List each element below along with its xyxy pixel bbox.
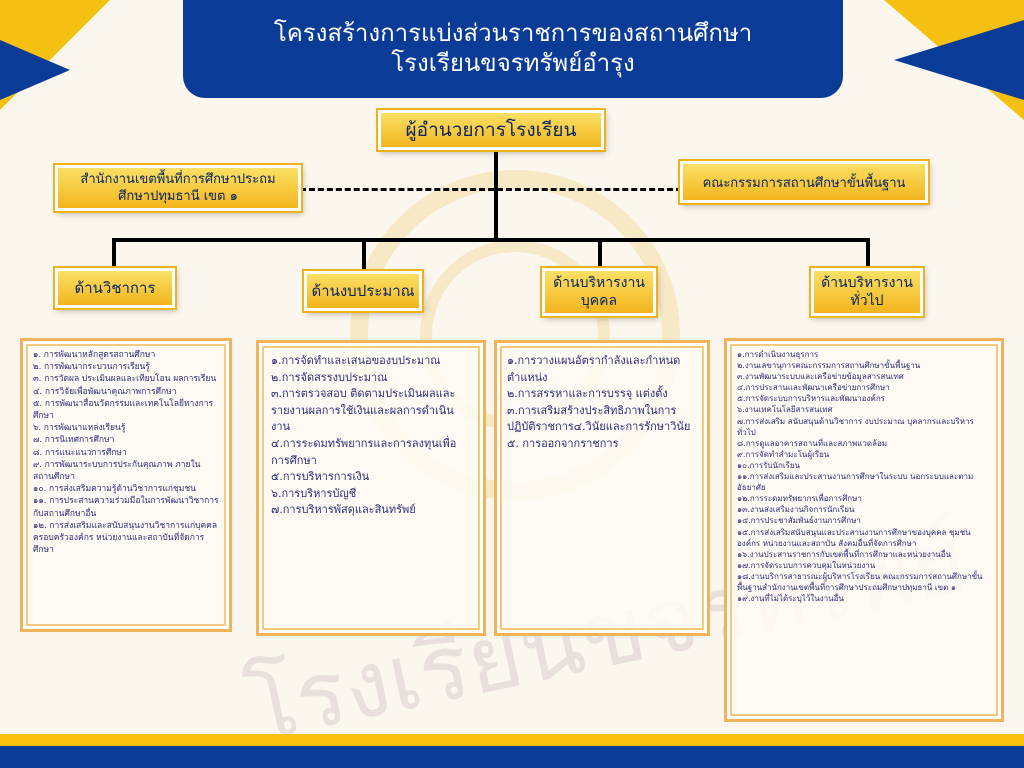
page-title: โครงสร้างการแบ่งส่วนราชการของสถานศึกษา โ…	[183, 0, 843, 98]
footer-stripe-yellow	[0, 734, 1024, 746]
duty-item: ๒.การสรรหาและการบรรจุ แต่งตั้ง	[507, 387, 668, 401]
duty-item: ๕.การจัดระบบการบริหารและพัฒนาองค์กร	[737, 394, 885, 404]
footer-stripe-blue	[0, 746, 1024, 768]
dept-personnel-box: ด้านบริหารงาน บุคคล	[542, 268, 656, 316]
duty-item: ๔.การประสานและพัฒนาเครือข่ายการศึกษา	[737, 383, 890, 393]
duty-item: ๑.การจัดทำและเสนอของบประมาณ	[271, 354, 441, 367]
connector-budget	[362, 238, 366, 272]
duty-item: ๙.การจัดทำสำมะโนผู้เรียน	[737, 449, 830, 459]
duty-item: ๒.การจัดสรรงบประมาณ	[271, 370, 388, 384]
area-office-line-2: ศึกษาปทุมธานี เขต ๑	[118, 189, 238, 204]
title-line-1: โครงสร้างการแบ่งส่วนราชการของสถานศึกษา	[273, 19, 753, 47]
duty-item: ๑๑.การส่งเสริมและประสานงานการศึกษาในระบบ…	[737, 472, 974, 493]
duty-item: ๙. การพัฒนาระบบการประกันคุณภาพ ภายในสถาน…	[33, 459, 201, 483]
connector-horizontal-bus	[112, 238, 870, 242]
area-office-box: สำนักงานเขตพื้นที่การศึกษาประถม ศึกษาปทุ…	[55, 165, 301, 211]
duty-item: ๑. การพัฒนาหลักสูตรสถานศึกษา	[33, 350, 156, 360]
dept-personnel-label-2: บุคคล	[580, 293, 618, 309]
school-board-box: คณะกรรมการสถานศึกษาขั้นพื้นฐาน	[680, 161, 928, 203]
duty-item: ๑๒.การระดมทรัพยากรเพื่อการศึกษา	[737, 494, 862, 504]
duty-item: ๘.การดูแลอาคารสถานที่และสภาพแวดล้อม	[737, 438, 888, 448]
corner-decoration-right-blue	[894, 20, 1024, 100]
duty-item: ๗.การส่งเสริม สนับสนุนด้านวิชาการ งบประม…	[737, 416, 974, 437]
dept-academic-panel: ๑. การพัฒนาหลักสูตรสถานศึกษา๒. การพัฒนาก…	[20, 338, 232, 632]
director-label: ผู้อำนวยการโรงเรียน	[405, 119, 577, 141]
duty-item: ๑๖.งานประสานราชการกับเขตพื้นที่การศึกษาแ…	[737, 549, 952, 559]
duty-item: ๓.งานพัฒนาระบบและเครือข่ายข้อมูลสารสนเทศ	[737, 372, 904, 382]
duty-item: ๕. การพัฒนาสื่อนวัตกรรมและเทคโนโลยีทางกา…	[33, 398, 214, 422]
duty-item: ๑๒. การส่งเสริมและสนับสนุนงานวิชาการแก่บ…	[33, 520, 218, 556]
duty-item: ๘. การแนะแนวการศึกษา	[33, 447, 127, 458]
director-box: ผู้อำนวยการโรงเรียน	[378, 110, 604, 150]
school-board-label: คณะกรรมการสถานศึกษาขั้นพื้นฐาน	[702, 175, 906, 191]
connector-personnel	[598, 238, 602, 272]
dept-academic-list: ๑. การพัฒนาหลักสูตรสถานศึกษา๒. การพัฒนาก…	[33, 349, 219, 556]
connector-dashed-advisory	[300, 188, 682, 191]
duty-item: ๒.งานเลขานุการคณะกรรมการสถานศึกษาขั้นพื้…	[737, 361, 921, 371]
duty-item: ๑๐.การรับนักเรียน	[737, 460, 801, 470]
duty-item: ๑๑. การประสานความร่วมมือในการพัฒนาวิชากา…	[33, 496, 219, 519]
duty-item: ๕. การออกจากราชการ	[507, 436, 619, 450]
dept-general-list: ๑.การดำเนินงานธุรการ๒.งานเลขานุการคณะกรร…	[737, 349, 991, 604]
connector-academic	[112, 238, 116, 272]
duty-item: ๔. การวิจัยเพื่อพัฒนาคุณภาพการศึกษา	[33, 386, 177, 397]
duty-item: ๓.การเสริมสร้างประสิทธิภาพในการปฏิบัติรา…	[507, 403, 691, 434]
duty-item: ๑๙.งานที่ไม่ได้ระบุไว้ในงานอื่น	[737, 594, 844, 604]
connector-general	[866, 238, 870, 272]
dept-personnel-list: ๑.การวางแผนอัตรากำลังและกำหนดตำแหน่ง๒.กา…	[507, 353, 697, 453]
corner-decoration-left-blue	[0, 40, 70, 100]
dept-general-label-2: ทั่วไป	[850, 293, 884, 309]
duty-item: ๑๐. การส่งเสริมความรู้ด้านวิชาการแก่ชุมช…	[33, 484, 196, 495]
duty-item: ๗. การนิเทศการศึกษา	[33, 435, 115, 446]
dept-budget-panel: ๑.การจัดทำและเสนอของบประมาณ๒.การจัดสรรงบ…	[256, 340, 486, 636]
connector-director-vertical	[494, 148, 498, 240]
dept-budget-label: ด้านงบประมาณ	[311, 282, 415, 300]
dept-budget-box: ด้านงบประมาณ	[304, 271, 422, 311]
area-office-line-1: สำนักงานเขตพื้นที่การศึกษาประถม	[80, 172, 276, 187]
duty-item: ๔.การระดมทรัพยากรและการลงทุนเพื่อการศึกษ…	[271, 436, 457, 467]
duty-item: ๑๗.การจัดระบบการควบคุมในหน่วยงาน	[737, 560, 876, 570]
duty-item: ๒. การพัฒนากระบวนการเรียนรู้	[33, 362, 150, 373]
duty-item: ๑๔.การประชาสัมพันธ์งานการศึกษา	[737, 516, 861, 526]
duty-item: ๓. การวัดผล ประเมินผลและเทียบโอน ผลการเร…	[33, 374, 217, 385]
duty-item: ๑๘.งานบริการสาธารณะผู้บริหารโรงเรียน คณะ…	[737, 571, 983, 592]
duty-item: ๑.การดำเนินงานธุรการ	[737, 350, 819, 359]
dept-academic-box: ด้านวิชาการ	[55, 268, 175, 308]
dept-budget-list: ๑.การจัดทำและเสนอของบประมาณ๒.การจัดสรรงบ…	[271, 353, 471, 519]
duty-item: ๖.การบริหารบัญชี	[271, 486, 357, 500]
title-line-2: โรงเรียนขจรทรัพย์อำรุง	[391, 49, 635, 77]
duty-item: ๕.การบริหารการเงิน	[271, 470, 370, 484]
dept-personnel-label-1: ด้านบริหารงาน	[553, 275, 645, 291]
duty-item: ๑๕.การส่งเสริมสนับสนุนและประสานงานการศึก…	[737, 527, 971, 548]
dept-general-box: ด้านบริหารงาน ทั่วไป	[811, 268, 923, 316]
dept-general-label-1: ด้านบริหารงาน	[821, 275, 913, 291]
dept-general-panel: ๑.การดำเนินงานธุรการ๒.งานเลขานุการคณะกรร…	[724, 338, 1004, 722]
dept-academic-label: ด้านวิชาการ	[74, 279, 156, 297]
duty-item: ๖. การพัฒนาแหล่งเรียนรู้	[33, 423, 126, 434]
duty-item: ๑.การวางแผนอัตรากำลังและกำหนดตำแหน่ง	[507, 354, 681, 384]
duty-item: ๗.การบริหารพัสดุและสินทรัพย์	[271, 503, 416, 517]
duty-item: ๓.การตรวจสอบ ติดตามประเมินผลและรายงานผลก…	[271, 387, 456, 434]
duty-item: ๖.งานเทคโนโลยีสารสนเทศ	[737, 405, 833, 415]
duty-item: ๑๓.งานส่งเสริมงานกิจการนักเรียน	[737, 505, 855, 515]
dept-personnel-panel: ๑.การวางแผนอัตรากำลังและกำหนดตำแหน่ง๒.กา…	[494, 340, 710, 636]
